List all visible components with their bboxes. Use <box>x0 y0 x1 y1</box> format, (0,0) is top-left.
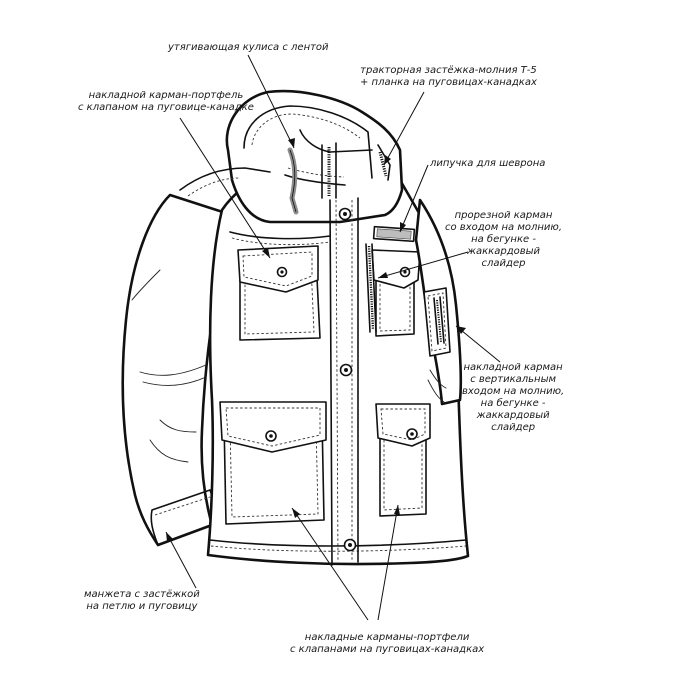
label-welt-pocket: прорезной карман со входом на молнию, на… <box>445 210 563 269</box>
label-cuff: манжета с застёжкой на петлю и пуговицу <box>84 589 200 612</box>
leader-lines <box>165 54 501 621</box>
label-sleeve-pocket: накладной карман с вертикальным входом н… <box>462 362 565 433</box>
hood <box>225 89 404 224</box>
label-drawstring: утягивающая кулиса с лентой <box>168 42 329 53</box>
label-chest-pocket-left: накладной карман-портфель с клапаном на … <box>78 90 254 113</box>
placket-left <box>329 199 333 566</box>
label-lower-pockets: накладные карманы-портфели с клапанами н… <box>290 632 485 655</box>
lower-pocket-right-flap <box>375 403 431 447</box>
label-zipper: тракторная застёжка-молния Т-5 + планка … <box>360 65 537 88</box>
label-velcro: липучка для шеврона <box>430 158 546 169</box>
